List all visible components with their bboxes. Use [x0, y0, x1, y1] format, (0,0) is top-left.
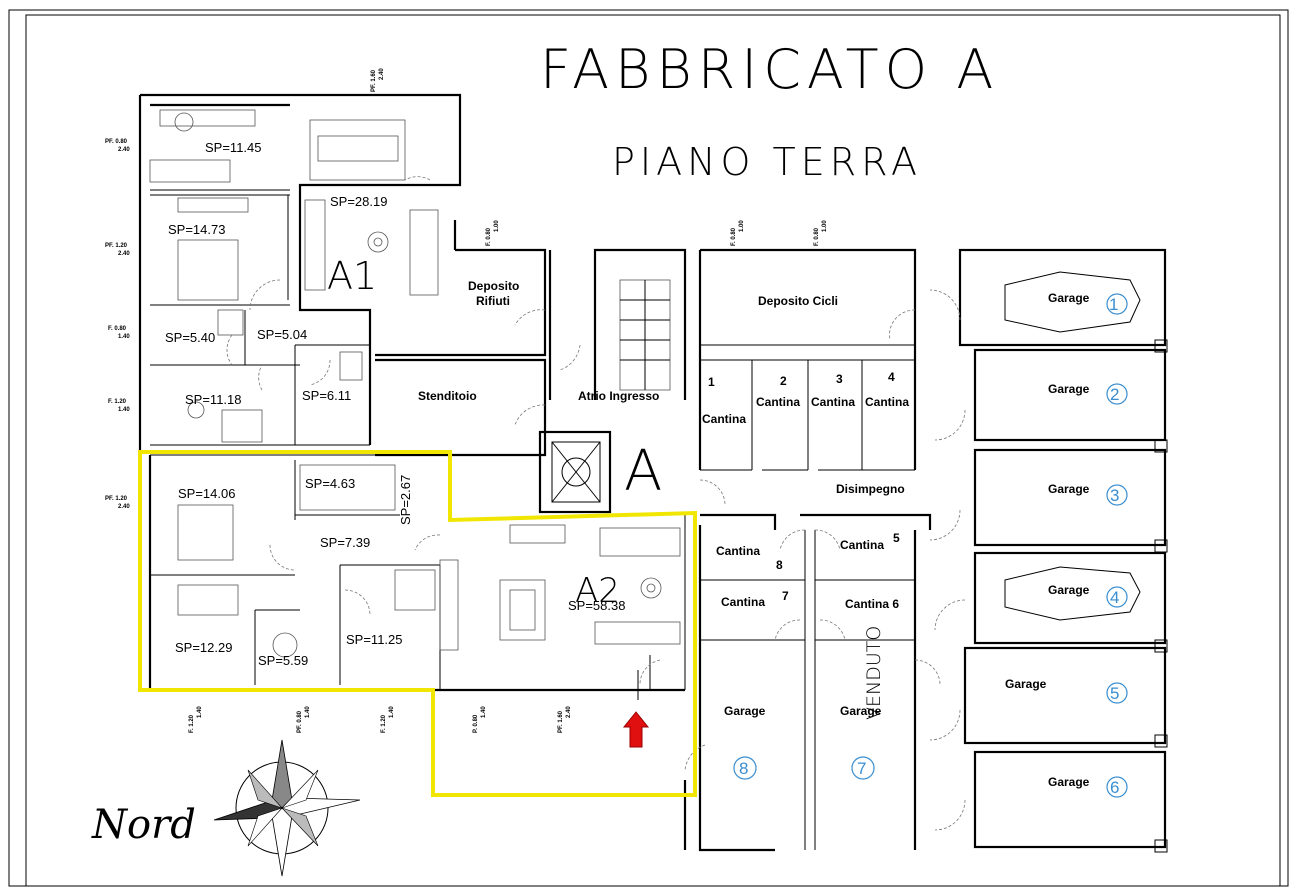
room-area-bath-a2: SP=4.63	[305, 476, 355, 491]
garage-label-7: Garage	[840, 704, 882, 718]
cantina-number-2: 2	[780, 374, 787, 388]
label-atrio-ingresso: Atrio Ingresso	[578, 389, 659, 403]
compass-rose-icon	[213, 739, 361, 877]
room-area-bedroom2-a1: SP=11.18	[185, 392, 242, 407]
service-block-walls	[683, 248, 932, 852]
label-deposito-cicli: Deposito Cicli	[758, 294, 838, 308]
room-area-bath1-a1: SP=5.40	[165, 330, 215, 345]
plan-title: FABBRICATO A	[540, 38, 999, 101]
cantina-number-1: 1	[708, 375, 715, 389]
cantina-label-2: Cantina	[756, 395, 800, 409]
window-w5b: 2.40	[118, 504, 130, 510]
window-w7: F. 0.80	[486, 227, 492, 246]
apartment-a2-highlight	[138, 450, 697, 797]
window-w8: F. 0.80	[731, 227, 737, 246]
garage-number-4: 4	[1110, 588, 1119, 607]
cantina-label-1: Cantina	[702, 412, 746, 426]
room-area-bedroom-a2: SP=14.06	[178, 486, 235, 501]
garage-number-2: 2	[1110, 385, 1119, 404]
window-w1: PF. 0.80	[105, 139, 128, 145]
garage-label-3: Garage	[1048, 482, 1090, 496]
garage-number-8: 8	[739, 759, 748, 778]
garage-number-7: 7	[857, 759, 866, 778]
garage-number-3: 3	[1110, 486, 1119, 505]
sold-label: VENDUTO	[863, 626, 885, 720]
garage-number-1: 1	[1109, 295, 1118, 314]
cantina-number-7: 7	[782, 589, 789, 603]
room-area-hall-a2: SP=7.39	[320, 535, 370, 550]
unit-label-a1: A1	[327, 254, 377, 298]
unit-label-a2: A2	[575, 571, 620, 611]
central-block-walls	[375, 220, 687, 514]
cantina-label-8: Cantina	[716, 544, 760, 558]
label-disimpegno: Disimpegno	[836, 482, 905, 496]
window-w5: PF. 1.20	[105, 496, 128, 502]
window-annotations: PF. 0.80 2.40 PF. 1.20 2.40 F. 0.80 1.40…	[105, 68, 828, 733]
window-w12: F. 1.20	[381, 714, 387, 733]
window-w14b: 2.40	[566, 706, 572, 718]
window-w3: F. 0.80	[108, 326, 127, 332]
door-swings	[226, 176, 966, 831]
room-area-living-a1: SP=28.19	[330, 194, 387, 209]
garage-label-5: Garage	[1005, 677, 1047, 691]
window-w8b: 1.00	[739, 220, 745, 232]
window-w13b: 1.40	[481, 706, 487, 718]
cantina-label-5: Cantina	[840, 538, 884, 552]
window-w6: PF. 1.60	[371, 69, 377, 92]
cantina-number-3: 3	[836, 372, 843, 386]
compass-label: Nord	[91, 802, 196, 848]
window-w9b: 1.00	[822, 220, 828, 232]
room-area-bedroom2-a2: SP=12.29	[175, 640, 232, 655]
room-area-closet-a2: SP=2.67	[398, 475, 413, 525]
room-area-bedroom3-a2: SP=11.25	[346, 632, 403, 647]
garage-number-6: 6	[1110, 778, 1119, 797]
cantina-label-3: Cantina	[811, 395, 855, 409]
window-w11: PF. 0.80	[297, 710, 303, 733]
window-w2b: 2.40	[118, 251, 130, 257]
window-w10b: 1.40	[197, 706, 203, 718]
window-w6b: 2.40	[379, 68, 385, 80]
window-w7b: 1.00	[494, 220, 500, 232]
window-w2: PF. 1.20	[105, 243, 128, 249]
window-w4b: 1.40	[118, 407, 130, 413]
room-area-bath2-a2: SP=5.59	[258, 653, 308, 668]
label-deposito-rifiuti-2: Rifiuti	[476, 294, 510, 308]
entrance-arrow-icon	[622, 711, 650, 748]
room-area-bedroom-a1: SP=14.73	[168, 222, 225, 237]
plan-subtitle: PIANO TERRA	[612, 140, 922, 184]
room-area-kitchen-a1: SP=11.45	[205, 140, 262, 155]
room-area-hall-a1: SP=5.04	[257, 327, 307, 342]
window-w10: F. 1.20	[189, 714, 195, 733]
room-area-living-a2: SP=58.38	[568, 598, 625, 613]
room-area-bath2-a1: SP=6.11	[302, 388, 351, 403]
label-stenditoio: Stenditoio	[418, 389, 477, 403]
sheet-border-inner	[25, 14, 1281, 887]
window-w4: F. 1.20	[108, 399, 127, 405]
window-w11b: 1.40	[305, 706, 311, 718]
right-garages-walls	[958, 248, 1168, 853]
cantina-label-6: Cantina 6	[845, 597, 899, 611]
garage-label-6: Garage	[1048, 775, 1090, 789]
garage-number-5: 5	[1110, 684, 1119, 703]
stair-label-a: A	[624, 439, 662, 504]
apartment-a1-walls	[138, 93, 462, 450]
garage-label-4: Garage	[1048, 583, 1090, 597]
window-w12b: 1.40	[389, 706, 395, 718]
window-w14: PF. 1.60	[558, 710, 564, 733]
window-w3b: 1.40	[118, 334, 130, 340]
label-deposito-rifiuti-1: Deposito	[468, 279, 519, 293]
garage-label-1: Garage	[1048, 291, 1090, 305]
garage-label-8: Garage	[724, 704, 766, 718]
cantina-label-7: Cantina	[721, 595, 765, 609]
garage-label-2: Garage	[1048, 382, 1090, 396]
cantina-number-4: 4	[888, 370, 895, 384]
window-w13: P. 0.80	[473, 714, 479, 733]
cantina-number-8: 8	[776, 558, 783, 572]
cantina-number-5: 5	[893, 531, 900, 545]
window-w9: F. 0.80	[814, 227, 820, 246]
window-w1b: 2.40	[118, 147, 130, 153]
cantina-label-4: Cantina	[865, 395, 909, 409]
